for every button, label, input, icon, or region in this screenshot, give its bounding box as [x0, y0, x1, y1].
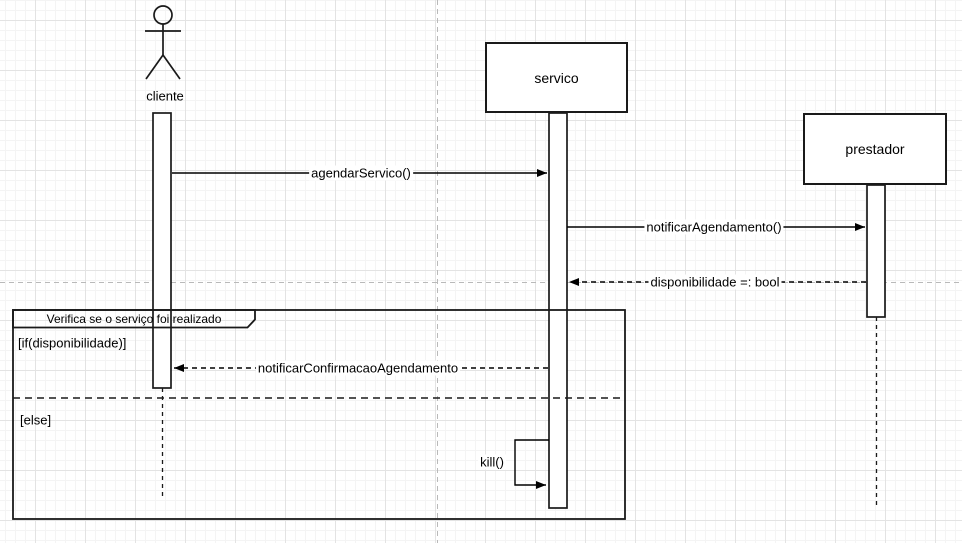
fragment-else-guard-label[interactable]: [else] — [20, 412, 52, 428]
cliente-activation-bar[interactable] — [152, 112, 172, 389]
fragment-if-guard-label[interactable]: [if(disponibilidade)] — [18, 335, 127, 351]
fragment-title-pentagon[interactable] — [12, 309, 256, 329]
fragment-title-label[interactable]: Verifica se o serviço foi realizado — [46, 312, 222, 326]
page-boundary-horizontal-guide — [0, 282, 962, 283]
prestador-activation-bar[interactable] — [866, 184, 886, 318]
prestador-lifeline-header[interactable]: prestador — [803, 113, 947, 185]
message-kill-self-arrow[interactable] — [514, 439, 549, 489]
message-kill-label[interactable]: kill() — [478, 454, 506, 470]
fragment-frame[interactable] — [12, 309, 626, 520]
prestador-label: prestador — [845, 141, 905, 157]
servico-lifeline-header[interactable]: servico — [485, 42, 628, 113]
message-notificar-confirmacao-label[interactable]: notificarConfirmacaoAgendamento — [255, 360, 461, 376]
message-agendar-servico-label[interactable]: agendarServico() — [309, 165, 413, 181]
cliente-actor-icon[interactable] — [145, 5, 181, 80]
message-disponibilidade-label[interactable]: disponibilidade =: bool — [648, 274, 782, 290]
cliente-label[interactable]: cliente — [146, 88, 184, 104]
page-boundary-vertical-guide — [437, 0, 438, 543]
message-notificar-agendamento-label[interactable]: notificarAgendamento() — [644, 219, 784, 235]
servico-label: servico — [534, 69, 579, 86]
